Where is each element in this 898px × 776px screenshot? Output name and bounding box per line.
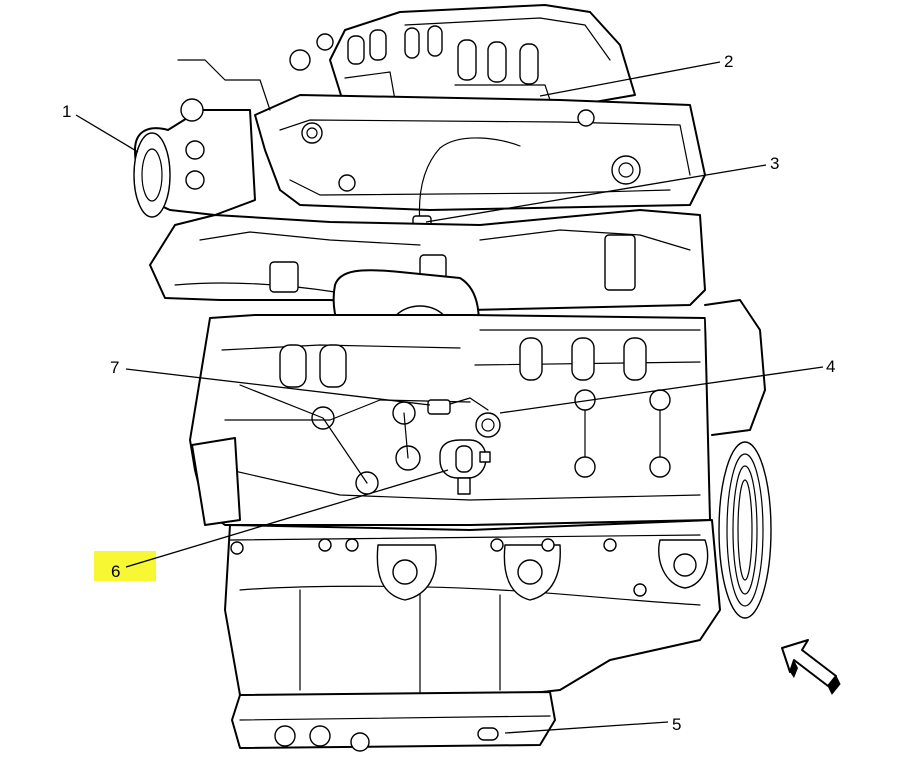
callout-4: 4 [826,357,835,376]
callout-3: 3 [770,154,779,173]
callout-2: 2 [724,52,733,71]
leader-3 [425,164,767,223]
leader-5 [504,721,669,734]
leader-2 [539,61,721,97]
leader-1 [75,114,139,153]
arrow-up-left-icon [781,639,841,695]
label-6-highlight [94,551,156,581]
engine-outline [133,4,772,752]
callout-1: 1 [62,102,71,121]
leader-lines [75,61,824,734]
leader-6 [125,469,449,568]
leader-4 [499,366,824,414]
callout-labels: 1 2 3 4 5 6 7 [62,52,835,734]
leader-7 [125,368,431,406]
callout-7: 7 [110,358,119,377]
callout-5: 5 [672,715,681,734]
callout-6: 6 [111,562,120,581]
